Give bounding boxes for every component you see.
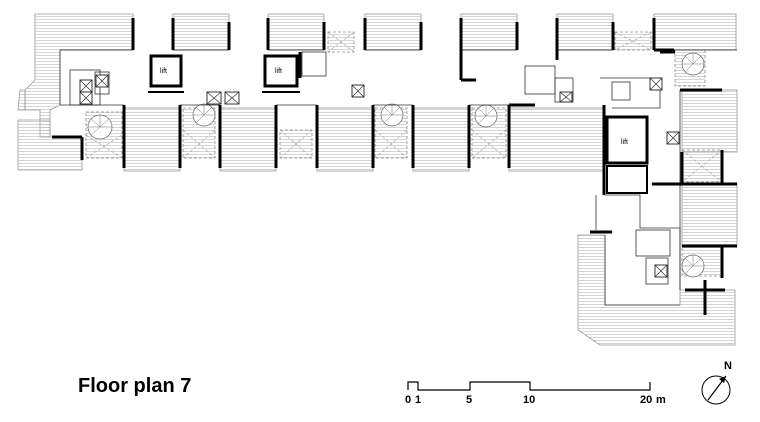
scale-bar [407,381,651,391]
north-arrow [701,375,731,405]
plan-title: Floor plan 7 [78,375,192,397]
bottom-balconies [17,89,605,172]
structural-walls [52,18,737,315]
lift-label-3: lift [621,139,628,146]
lift-shafts [149,54,649,165]
north-label: N [724,360,732,372]
scale-tick-5: 5 [466,394,473,406]
scale-tick-1: 1 [415,394,422,406]
scale-tick-20: 20 [640,394,653,406]
scale-tick-0: 0 [405,394,412,406]
lift-label-1: lift [160,68,167,75]
scale-unit: m [656,394,666,406]
interior-walls [59,49,737,306]
lift-label-2: lift [275,68,282,75]
scale-tick-10: 10 [523,394,536,406]
right-balconies [577,89,738,346]
